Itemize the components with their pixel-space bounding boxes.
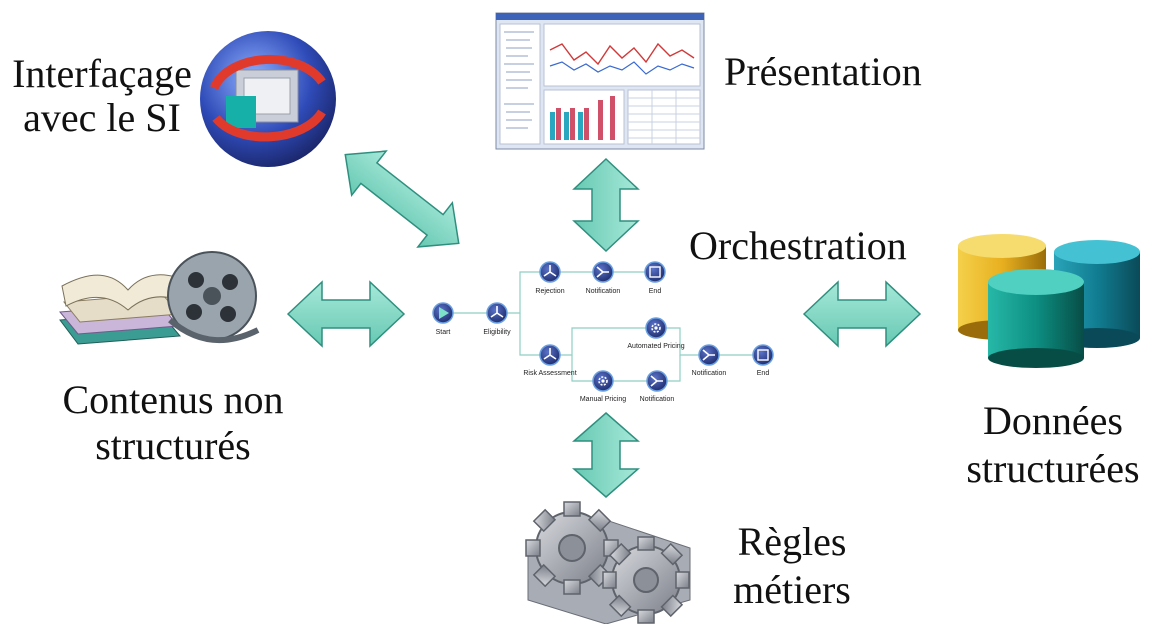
workflow-node-end-bottom xyxy=(752,344,774,366)
workflow-label-notification-top: Notification xyxy=(586,288,621,295)
books-and-film-reel-icon xyxy=(59,251,260,345)
label-structured-data: Données structurées xyxy=(966,398,1140,491)
workflow-label-eligibility: Eligibility xyxy=(483,329,511,336)
workflow-node-risk-assessment xyxy=(539,344,561,366)
workflow-node-rejection xyxy=(539,261,561,283)
label-interfacing: Interfaçage avec le SI xyxy=(12,51,192,140)
workflow-node-manual-pricing xyxy=(592,370,614,392)
workflow-label-manual-pricing: Manual Pricing xyxy=(580,396,626,403)
gears-icon xyxy=(525,501,691,624)
workflow-node-notification-mid xyxy=(698,344,720,366)
workflow-node-automated-pricing xyxy=(645,317,667,339)
workflow-node-end-top xyxy=(644,261,666,283)
workflow-label-end-top: End xyxy=(649,288,662,295)
workflow-node-eligibility xyxy=(486,302,508,324)
label-business-rules: Règles métiers xyxy=(733,519,851,612)
workflow-label-start: Start xyxy=(436,329,451,336)
workflow-diagram: Start Eligibility Rejection Notification… xyxy=(432,261,774,403)
interfacing-sphere-icon xyxy=(200,31,336,167)
arrow-orchestration-structured xyxy=(802,280,922,348)
presentation-screenshot-icon xyxy=(495,12,705,150)
workflow-node-start xyxy=(432,302,454,324)
workflow-label-end-bottom: End xyxy=(757,370,770,377)
label-unstructured-content: Contenus non structurés xyxy=(62,377,284,468)
arrow-unstructured-orchestration xyxy=(286,280,406,348)
workflow-label-risk-assessment: Risk Assessment xyxy=(523,370,576,377)
workflow-label-automated-pricing: Automated Pricing xyxy=(627,343,684,350)
arrow-presentation-orchestration xyxy=(572,157,640,253)
arrow-orchestration-rules xyxy=(572,412,640,498)
label-orchestration: Orchestration xyxy=(689,223,907,268)
label-presentation: Présentation xyxy=(724,49,922,94)
workflow-node-notification-top xyxy=(592,261,614,283)
database-cylinders-icon xyxy=(958,234,1140,368)
workflow-node-notification-bottom xyxy=(646,370,668,392)
workflow-label-notification-bottom: Notification xyxy=(640,396,675,403)
workflow-label-rejection: Rejection xyxy=(535,288,564,295)
workflow-label-notification-mid: Notification xyxy=(692,370,727,377)
arrow-interfacing-orchestration xyxy=(344,150,460,248)
